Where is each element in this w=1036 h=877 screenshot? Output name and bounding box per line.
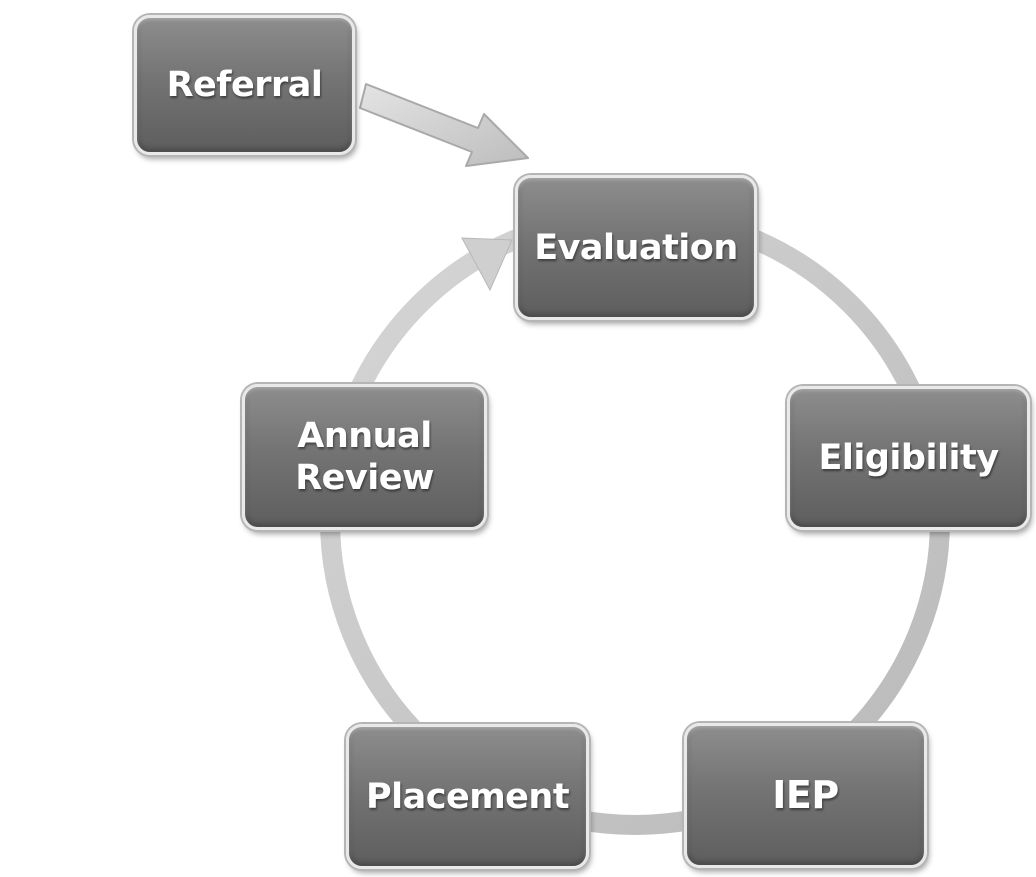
referral-label: Referral (166, 65, 323, 105)
annual-review-node: Annual Review (242, 384, 487, 530)
annual-review-label-line2: Review (295, 458, 434, 498)
referral-to-evaluation-arrow (359, 83, 529, 167)
placement-label: Placement (365, 776, 570, 817)
iep-label: IEP (772, 772, 839, 817)
eligibility-node: Eligibility (787, 386, 1030, 530)
eligibility-label: Eligibility (818, 438, 999, 478)
referral-node: Referral (134, 15, 355, 155)
iep-node: IEP (684, 723, 927, 868)
annual-review-label-line1: Annual (297, 416, 432, 456)
evaluation-node: Evaluation (515, 175, 757, 320)
cycle-arrowhead (461, 237, 513, 292)
placement-node: Placement (346, 724, 589, 869)
evaluation-label: Evaluation (534, 227, 738, 268)
